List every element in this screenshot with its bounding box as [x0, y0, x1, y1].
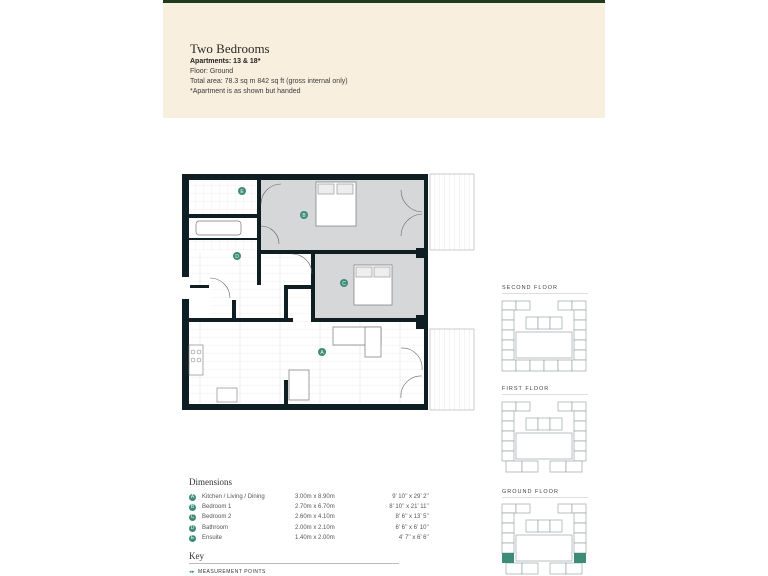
highlighted-unit-18 — [574, 553, 586, 563]
room-imperial: 6’ 6’’ x 6’ 10’’ — [395, 525, 429, 531]
room-imperial: 8’ 6’’ x 13’ 5’’ — [395, 514, 429, 520]
keyplan-ground-floor — [501, 503, 587, 575]
room-metric: 2.70m x 6.70m — [295, 504, 335, 510]
floor-label: Floor: Ground — [190, 68, 234, 75]
room-badge: D — [189, 525, 196, 532]
room-name: Kitchen / Living / Dining — [202, 494, 265, 500]
room-name: Bedroom 1 — [202, 504, 232, 510]
keyplan-label-second: SECOND FLOOR — [502, 285, 559, 291]
room-badge: C — [189, 514, 196, 521]
keyplan-label-ground: GROUND FLOOR — [502, 489, 559, 495]
key-item-label: MEASUREMENT POINTS — [198, 569, 266, 575]
dimensions-title: Dimensions — [189, 477, 233, 487]
key-divider — [189, 563, 399, 564]
floorplan-page: Two Bedrooms Apartments: 13 & 18* Floor:… — [163, 0, 605, 576]
room-badge: A — [189, 494, 196, 501]
svg-text:A: A — [320, 350, 324, 356]
dimension-row: A Kitchen / Living / Dining 3.00m x 8.90… — [189, 493, 429, 503]
total-area: Total area: 78.3 sq m 842 sq ft (gross i… — [190, 78, 348, 85]
keyplan-divider — [502, 394, 588, 395]
key-item-measurement-points: ◂▸MEASUREMENT POINTS — [189, 569, 266, 575]
dimension-row: D Bathroom 2.00m x 2.10m 6’ 6’’ x 6’ 10’… — [189, 524, 429, 534]
room-name: Bathroom — [202, 525, 229, 531]
room-badge: B — [189, 504, 196, 511]
highlighted-unit-13 — [502, 553, 514, 563]
room-imperial: 8’ 10’’ x 21’ 11’’ — [389, 504, 429, 510]
page-title: Two Bedrooms — [190, 41, 270, 56]
measurement-points-icon: ◂▸ — [189, 569, 196, 575]
svg-text:D: D — [235, 254, 239, 260]
keyplan-divider — [502, 293, 588, 294]
svg-text:C: C — [342, 281, 346, 287]
room-metric: 2.60m x 4.10m — [295, 514, 335, 520]
room-metric: 1.40m x 2.00m — [295, 535, 335, 541]
room-imperial: 9’ 10’’ x 29’ 2’’ — [392, 494, 429, 500]
dimension-row: B Bedroom 1 2.70m x 6.70m 8’ 10’’ x 21’ … — [189, 503, 429, 513]
apartments-label: Apartments: 13 & 18* — [190, 58, 261, 65]
ensuite-area — [189, 180, 257, 214]
floor-plan-drawing: A B C D E — [182, 173, 475, 411]
header-band: Two Bedrooms Apartments: 13 & 18* Floor:… — [163, 0, 605, 118]
room-name: Bedroom 2 — [202, 514, 232, 520]
dimension-row: E Ensuite 1.40m x 2.00m 4’ 7’’ x 6’ 6’’ — [189, 534, 429, 544]
dimension-row: C Bedroom 2 2.60m x 4.10m 8’ 6’’ x 13’ 5… — [189, 513, 429, 523]
room-imperial: 4’ 7’’ x 6’ 6’’ — [398, 535, 429, 541]
handed-note: *Apartment is as shown but handed — [190, 88, 301, 95]
room-badge: E — [189, 535, 196, 542]
keyplan-second-floor — [501, 300, 587, 372]
room-name: Ensuite — [202, 535, 223, 541]
room-metric: 2.00m x 2.10m — [295, 525, 335, 531]
svg-text:B: B — [302, 213, 306, 219]
keyplan-label-first: FIRST FLOOR — [502, 386, 550, 392]
keyplan-divider — [502, 497, 588, 498]
keyplan-first-floor — [501, 401, 587, 473]
room-metric: 3.00m x 8.90m — [295, 494, 335, 500]
svg-text:E: E — [240, 189, 244, 195]
key-title: Key — [189, 551, 204, 561]
